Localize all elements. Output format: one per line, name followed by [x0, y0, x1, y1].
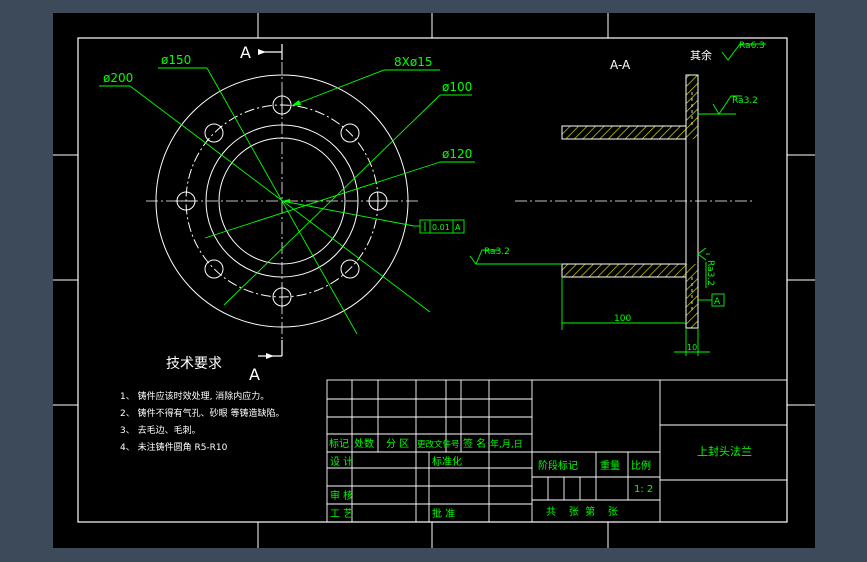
label-stage-mark: 阶段标记 [538, 459, 578, 472]
tech-title: 技术要求 [166, 356, 222, 372]
roughness-face: Ra3.2 [732, 96, 758, 106]
tolerance-frame: 0.01 A [414, 219, 465, 234]
section-view-label: A-A [610, 58, 631, 72]
rev-sign: 签 名 [463, 437, 486, 450]
roughness-right: Ra3.2 [705, 260, 715, 286]
rev-count: 处数 [354, 437, 374, 450]
section-outline [561, 74, 699, 329]
dim-d150: ø150 [161, 53, 191, 67]
dim-d120: ø120 [442, 147, 472, 161]
bolt-hole [204, 123, 224, 143]
section-view: A-A [469, 41, 766, 356]
front-view: A A ø150 ø200 8Xø15 ø100 ø120 [99, 43, 475, 384]
dim-d100: ø100 [442, 80, 472, 94]
roughness-bore: Ra3.2 [484, 247, 510, 257]
roughness-rest-prefix: 其余 [690, 48, 712, 62]
datum-marker: A [698, 293, 725, 307]
section-letter-top: A [240, 43, 251, 62]
label-weight: 重量 [600, 459, 620, 472]
section-dimensions [561, 277, 710, 356]
bolt-hole [340, 123, 360, 143]
rev-date: 年,月,日 [490, 438, 523, 450]
bolt-hole [204, 259, 224, 279]
dim-holes: 8Xø15 [394, 55, 432, 69]
tech-item: 1、 铸件应该时效处理, 消除内应力。 [120, 390, 269, 402]
tech-item: 3、 去毛边、毛刺。 [120, 424, 201, 436]
tech-item: 4、 未注铸件圆角 R5-R10 [120, 441, 228, 453]
roughness-symbols [469, 43, 766, 288]
label-approve: 批 准 [432, 507, 455, 520]
tech-requirements: 技术要求 1、 铸件应该时效处理, 消除内应力。 2、 铸件不得有气孔、砂眼 等… [120, 356, 284, 453]
rev-mark: 标记 [329, 438, 349, 450]
section-markers [258, 44, 283, 359]
label-sheets: 共 张 第 张 [546, 505, 618, 518]
rev-header: 标记 处数 分 区 更改文件号 签 名 年,月,日 [329, 437, 523, 450]
label-review: 审 核 [330, 489, 353, 502]
title-block: 标记 处数 分 区 更改文件号 签 名 年,月,日 设 计 标准化 审 核 工 … [326, 379, 788, 523]
rev-zone: 分 区 [386, 438, 409, 450]
rev-doc: 更改文件号 [417, 439, 460, 450]
title-block-grid [326, 379, 788, 523]
part-name: 上封头法兰 [697, 444, 752, 458]
dimension-arrows [282, 100, 301, 203]
label-process: 工 艺 [330, 508, 353, 520]
label-scale: 比例 [631, 459, 651, 472]
label-design: 设 计 [330, 455, 353, 468]
dim-thk10: 10 [687, 343, 697, 352]
dim-d200: ø200 [103, 71, 133, 85]
dim-len100: 100 [614, 314, 631, 324]
datum-letter: A [714, 297, 721, 307]
label-standard: 标准化 [432, 455, 462, 468]
tolerance-value: 0.01 [432, 223, 450, 232]
roughness-rest: Ra6.3 [739, 41, 765, 51]
section-letter-bottom: A [249, 365, 260, 384]
bolt-hole [340, 259, 360, 279]
tolerance-datum: A [455, 223, 461, 232]
zone-ticks [53, 13, 815, 548]
tech-item: 2、 铸件不得有气孔、砂眼 等铸造缺陷。 [120, 407, 284, 419]
scale-value: 1: 2 [634, 484, 653, 495]
